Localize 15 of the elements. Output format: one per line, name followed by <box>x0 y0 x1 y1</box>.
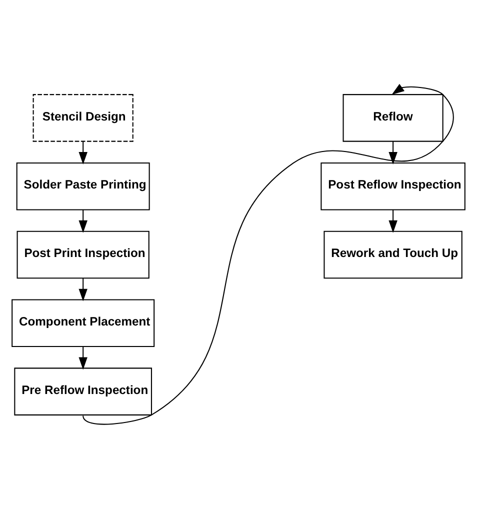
node-box: Reflow <box>342 94 444 142</box>
node-box: Post Print Inspection <box>16 230 150 279</box>
arrow <box>78 346 88 370</box>
node-box: Component Placement <box>12 299 155 348</box>
arrow <box>388 210 398 233</box>
arrow <box>388 141 398 164</box>
node-box: Post Reflow Inspection <box>320 162 466 210</box>
arrow <box>78 141 88 164</box>
arrow <box>78 210 88 233</box>
node-box: Solder Paste Printing <box>16 162 150 210</box>
arrow <box>78 278 88 302</box>
node-box: Rework and Touch Up <box>324 230 462 279</box>
node-box: Stencil Design <box>32 94 134 142</box>
arrow <box>82 84 454 425</box>
node-box: Pre Reflow Inspection <box>14 368 152 416</box>
